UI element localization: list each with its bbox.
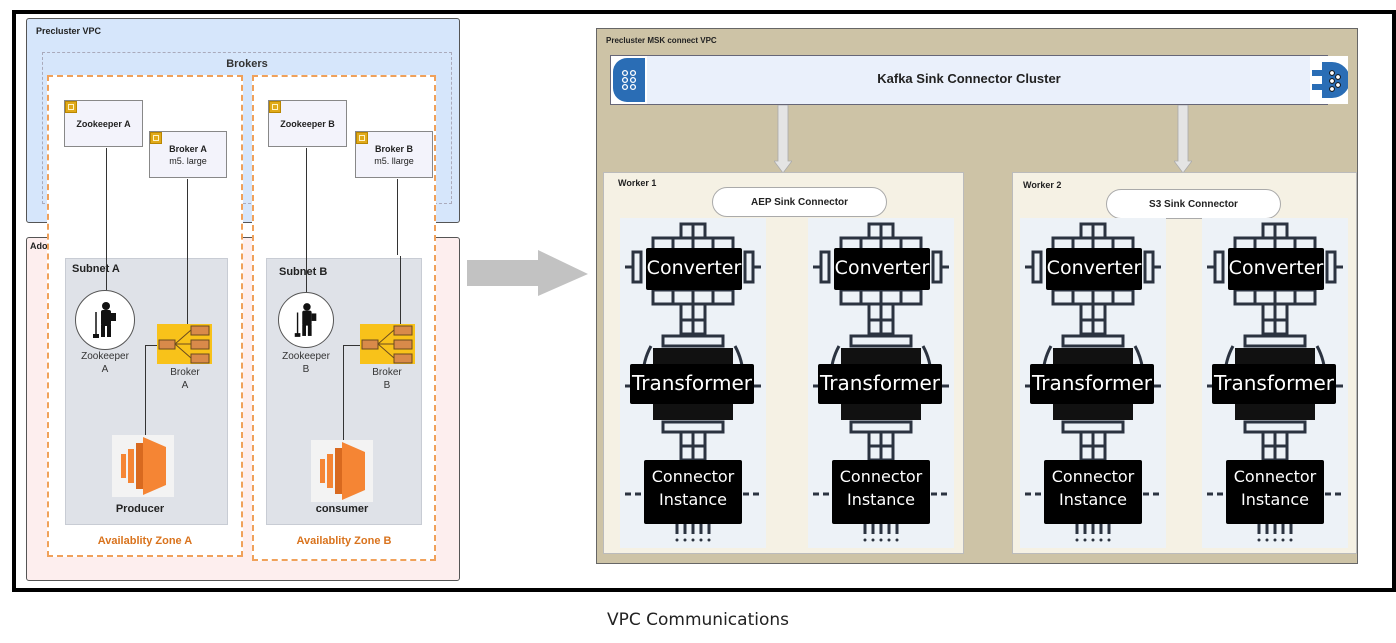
zookeeper-a-card-label: Zookeeper A bbox=[76, 119, 131, 129]
figure-caption: VPC Communications bbox=[606, 610, 789, 630]
worker-2-column-2: Converter Transformer Connector Instance bbox=[1202, 218, 1348, 548]
converter-block: Converter bbox=[1046, 248, 1142, 290]
connector-instance-line2: Instance bbox=[1240, 490, 1310, 509]
connector-line bbox=[306, 148, 307, 292]
converter-block: Converter bbox=[646, 248, 742, 290]
producer-label: Producer bbox=[115, 503, 165, 515]
broker-b-card-name: Broker B bbox=[374, 144, 413, 154]
connector-line bbox=[145, 345, 146, 455]
converter-block: Converter bbox=[834, 248, 930, 290]
connector-line bbox=[400, 256, 401, 326]
broker-b-label: Broker B bbox=[352, 366, 422, 392]
worker-2-label: Worker 2 bbox=[1023, 180, 1062, 190]
zookeeper-a-card: Zookeeper A bbox=[64, 100, 143, 147]
msk-connect-vpc-label: Precluster MSK connect VPC bbox=[606, 36, 717, 45]
connector-line bbox=[145, 345, 157, 346]
zookeeper-icon bbox=[278, 292, 334, 348]
connector-instance-line1: Connector bbox=[1233, 467, 1317, 486]
connector-instance-line2: Instance bbox=[846, 490, 916, 509]
zookeeper-b-card-label: Zookeeper B bbox=[280, 119, 335, 129]
instance-badge-icon bbox=[269, 101, 281, 113]
instance-badge-icon bbox=[150, 132, 162, 144]
zookeeper-b-card: Zookeeper B bbox=[268, 100, 347, 147]
arrow-down-icon bbox=[1173, 104, 1193, 174]
ec2-icon bbox=[112, 435, 174, 497]
broker-b-label-line1: Broker bbox=[372, 367, 402, 378]
worker-1-column-2: Converter Transformer Connector Instance bbox=[808, 218, 954, 548]
zookeeper-b-label-line2: B bbox=[302, 364, 310, 375]
worker-1-label: Worker 1 bbox=[618, 178, 657, 188]
connector-line bbox=[397, 179, 398, 255]
brokers-title: Brokers bbox=[226, 58, 268, 70]
broker-a-label-line1: Broker bbox=[170, 367, 200, 378]
broker-a-label-line2: A bbox=[181, 380, 189, 391]
instance-badge-icon bbox=[65, 101, 77, 113]
connector-instance-block: Connector Instance bbox=[1226, 460, 1324, 524]
zookeeper-a-label: Zookeeper A bbox=[70, 350, 140, 376]
aep-sink-connector: AEP Sink Connector bbox=[712, 187, 887, 217]
subnet-b-label: Subnet B bbox=[279, 266, 328, 278]
kafka-connect-icon bbox=[611, 56, 647, 104]
connector-instance-line1: Connector bbox=[839, 467, 923, 486]
zookeeper-a-label-line1: Zookeeper bbox=[81, 351, 129, 362]
connector-instance-block: Connector Instance bbox=[644, 460, 742, 524]
availability-zone-a-label: Availablity Zone A bbox=[97, 535, 193, 547]
transformer-block: Transformer bbox=[1212, 364, 1336, 404]
transformer-block: Transformer bbox=[630, 364, 754, 404]
connector-instance-line2: Instance bbox=[658, 490, 728, 509]
kafka-cluster-title: Kafka Sink Connector Cluster bbox=[877, 71, 1061, 86]
connector-line bbox=[343, 345, 344, 442]
arrow-right-icon bbox=[463, 250, 588, 300]
connector-line bbox=[187, 179, 188, 324]
connector-line bbox=[343, 345, 361, 346]
instance-badge-icon bbox=[356, 132, 368, 144]
broker-b-label-line2: B bbox=[383, 380, 391, 391]
precluster-vpc-label: Precluster VPC bbox=[36, 26, 102, 36]
broker-b-card-type: m5. llarge bbox=[374, 156, 414, 166]
connector-instance-block: Connector Instance bbox=[832, 460, 930, 524]
zookeeper-b-label-line1: Zookeeper bbox=[282, 351, 330, 362]
connector-instance-line2: Instance bbox=[1058, 490, 1128, 509]
broker-a-card-name: Broker A bbox=[169, 144, 207, 154]
subnet-a-label: Subnet A bbox=[72, 263, 120, 275]
availability-zone-b-label: Availablity Zone B bbox=[296, 535, 392, 547]
worker-2-column-1: Converter Transformer Connector Instance bbox=[1020, 218, 1166, 548]
zookeeper-icon bbox=[75, 290, 135, 350]
ec2-icon bbox=[311, 440, 373, 502]
broker-b-card: Broker B m5. llarge bbox=[355, 131, 433, 178]
consumer-label: consumer bbox=[315, 503, 369, 515]
kafka-connect-icon bbox=[1310, 56, 1350, 104]
converter-block: Converter bbox=[1228, 248, 1324, 290]
zookeeper-a-label-line2: A bbox=[101, 364, 109, 375]
s3-sink-connector: S3 Sink Connector bbox=[1106, 189, 1281, 219]
broker-icon bbox=[157, 324, 212, 364]
broker-a-card: Broker A m5. large bbox=[149, 131, 227, 178]
broker-icon bbox=[360, 324, 415, 364]
connector-instance-line1: Connector bbox=[651, 467, 735, 486]
worker-1-column-1: Converter Transformer Connector Instance bbox=[620, 218, 766, 548]
broker-a-label: Broker A bbox=[150, 366, 220, 392]
arrow-down-icon bbox=[773, 104, 793, 174]
connector-instance-block: Connector Instance bbox=[1044, 460, 1142, 524]
broker-a-card-type: m5. large bbox=[169, 156, 207, 166]
zookeeper-b-label: Zookeeper B bbox=[271, 350, 341, 376]
brokers-group bbox=[42, 52, 452, 204]
transformer-block: Transformer bbox=[818, 364, 942, 404]
transformer-block: Transformer bbox=[1030, 364, 1154, 404]
kafka-sink-connector-cluster bbox=[610, 55, 1328, 105]
connector-instance-line1: Connector bbox=[1051, 467, 1135, 486]
connector-line bbox=[106, 148, 107, 290]
